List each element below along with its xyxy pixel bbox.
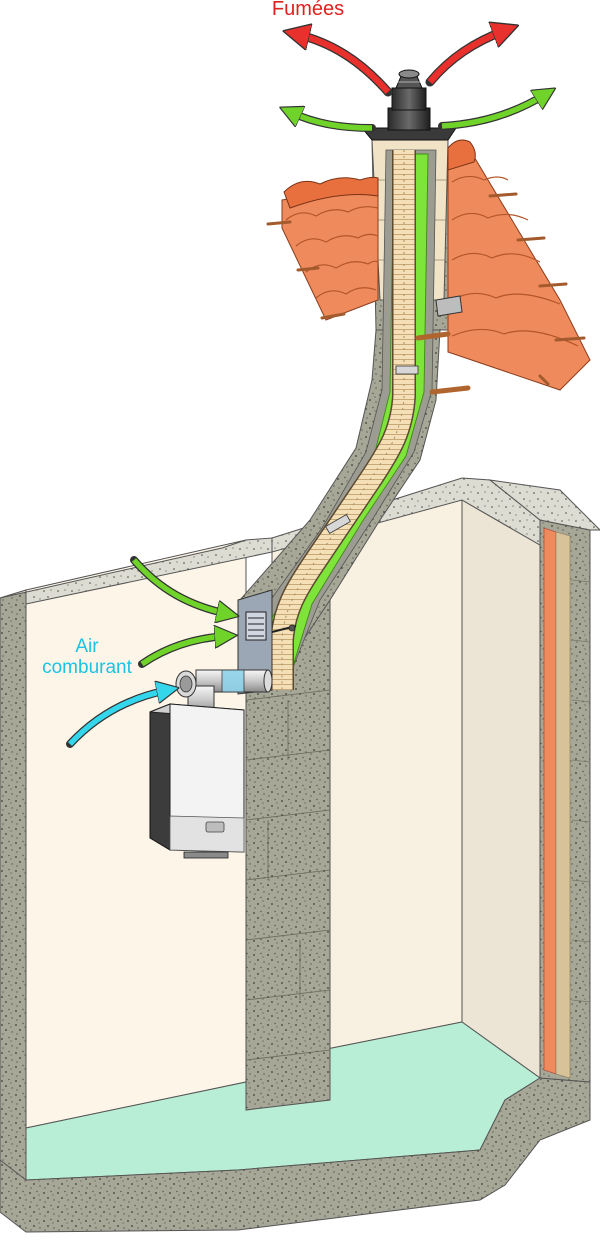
- label-air-line1: Air: [75, 636, 99, 657]
- label-fumees: Fumées: [271, 0, 345, 20]
- roof-flashing: [435, 295, 463, 317]
- wall-insulation-tan: [555, 531, 571, 1079]
- wall-insulation-orange: [543, 527, 557, 1075]
- floor-slab: [0, 1077, 591, 1233]
- fumees-arrow-left: [291, 29, 393, 97]
- roof-right: [447, 149, 591, 391]
- chimney-cap-icon: [360, 69, 457, 141]
- flue-gas-arrows: [291, 29, 506, 97]
- boiler-icon: [149, 703, 245, 859]
- ventilation-arrows: [130, 90, 550, 668]
- vent-out-arrow-right: [438, 90, 550, 130]
- liner-spacer: [395, 365, 419, 375]
- roof-ridge-right: [447, 139, 476, 171]
- combustion-air-arrow: [66, 690, 168, 748]
- label-air-line2: comburant: [42, 657, 132, 679]
- interior-wall-right: [461, 499, 541, 1079]
- label-air-comburant: Air comburant: [22, 636, 152, 679]
- roof-tiles: [266, 139, 591, 395]
- right-wall-top: [488, 479, 600, 531]
- chimney-inlet: [237, 589, 297, 695]
- vent-grille-icon: [245, 611, 267, 641]
- roof-ridge-left: [283, 176, 379, 209]
- liner-spacer: [325, 513, 351, 535]
- flexible-flue-liner: [270, 150, 419, 690]
